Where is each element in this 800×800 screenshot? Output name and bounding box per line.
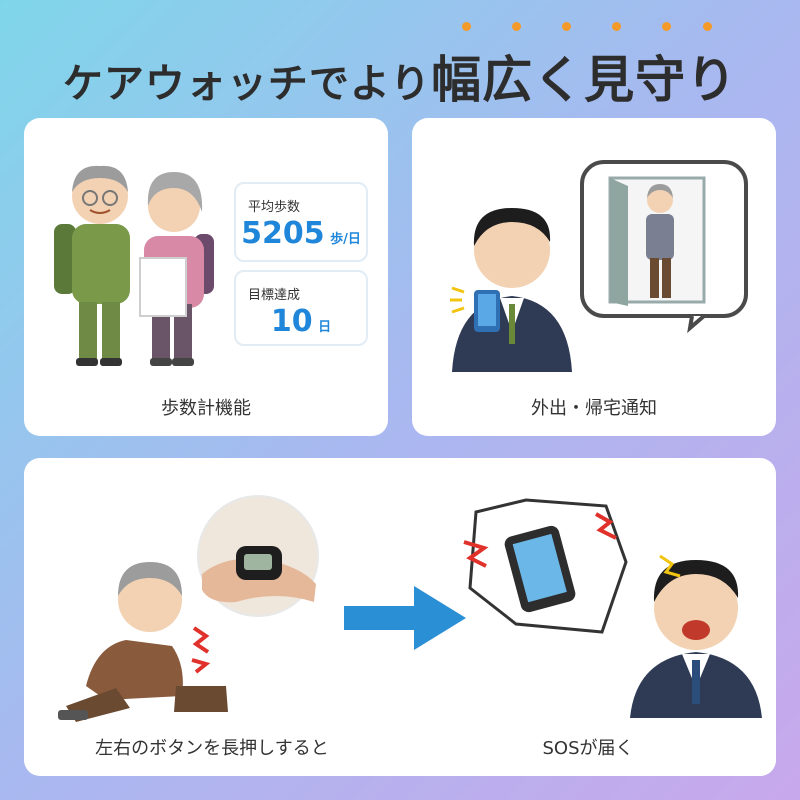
- emphasis-dots: [462, 22, 712, 32]
- fallen-elderly-illustration: [58, 562, 228, 722]
- average-steps-box: 平均歩数 5205 歩/日: [234, 182, 368, 262]
- average-steps-unit: 歩/日: [330, 232, 361, 247]
- outing-notification-caption: 外出・帰宅通知: [531, 398, 657, 419]
- right-arrow-icon: [344, 586, 466, 650]
- average-steps-value: 5205: [241, 216, 325, 251]
- door-return-illustration: [580, 160, 748, 334]
- title-emphasis: 幅広く見守り: [431, 51, 738, 109]
- sos-card: 左右のボタンを長押しすると SOSが届く: [24, 458, 776, 776]
- outing-notification-card: 外出・帰宅通知: [412, 118, 776, 436]
- step-counter-caption: 歩数計機能: [161, 398, 251, 419]
- sos-step1-caption: 左右のボタンを長押しすると: [95, 738, 329, 759]
- title-prefix: ケアウォッチでより: [62, 61, 432, 107]
- smartwatch-hand-photo: [197, 495, 319, 617]
- page-title: ケアウォッチでより幅広く見守り: [28, 40, 772, 112]
- header: ケアウォッチでより幅広く見守り: [0, 0, 800, 118]
- ringing-phone-illustration: [463, 498, 628, 634]
- sos-step2-caption: SOSが届く: [542, 738, 634, 759]
- goal-achieved-box: 目標達成 10 日: [234, 270, 368, 346]
- average-steps-value-row: 5205 歩/日: [236, 216, 366, 251]
- surprised-man-illustration: [630, 554, 762, 718]
- average-steps-label: 平均歩数: [248, 200, 301, 215]
- elderly-couple-illustration: [54, 165, 214, 366]
- step-counter-card: 平均歩数 5205 歩/日 目標達成 10 日 歩数計機能: [24, 118, 388, 436]
- goal-achieved-unit: 日: [318, 320, 332, 335]
- goal-achieved-value: 10: [270, 304, 313, 339]
- smartphone-man-illustration: [450, 208, 572, 372]
- goal-achieved-value-row: 10 日: [236, 304, 366, 339]
- goal-achieved-label: 目標達成: [248, 288, 301, 303]
